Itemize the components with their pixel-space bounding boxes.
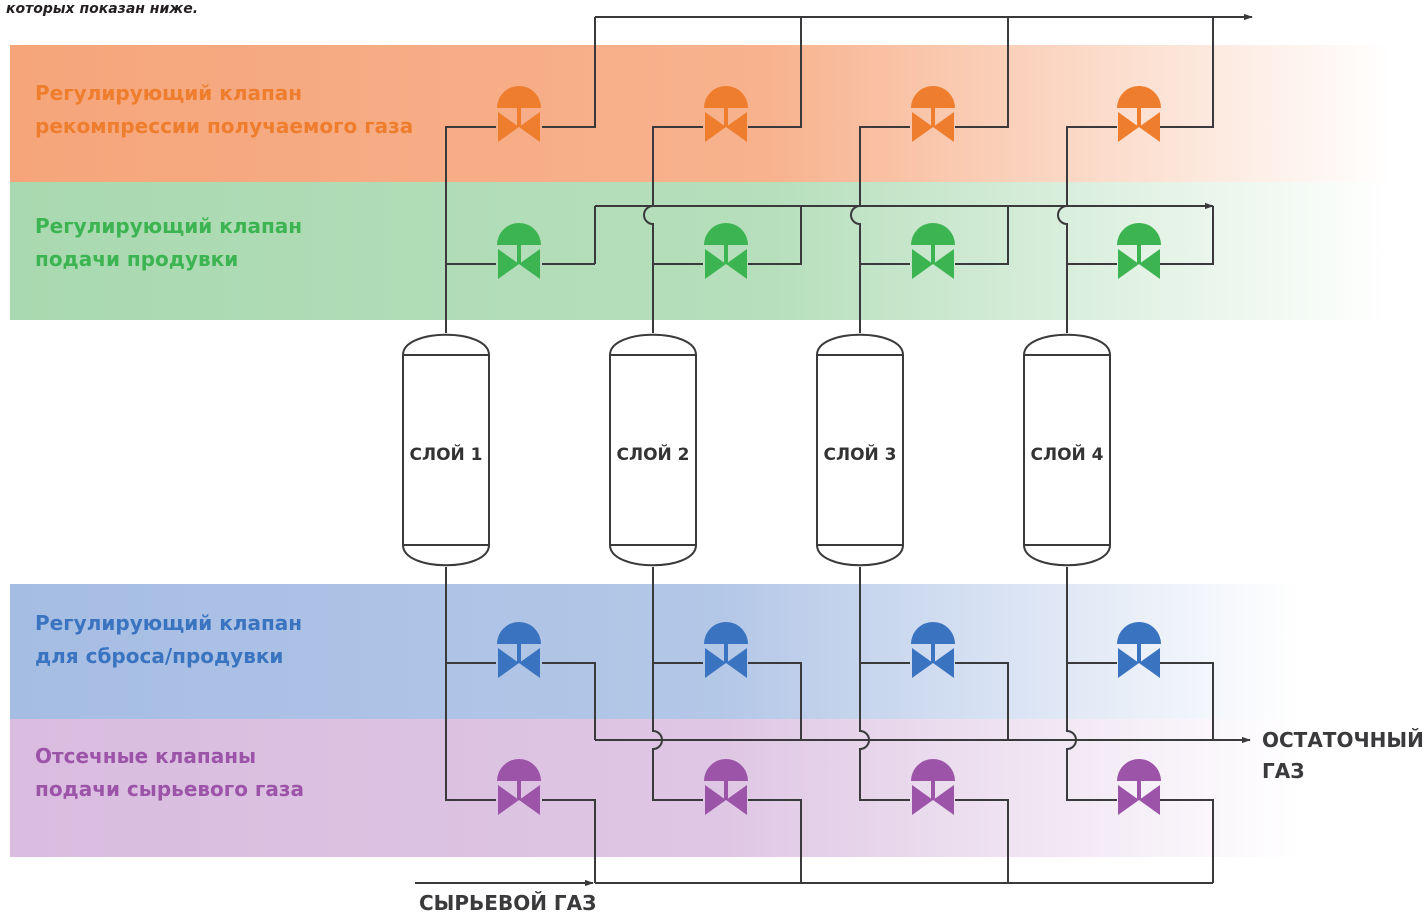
label-line-1: Регулирующий клапан (35, 611, 303, 635)
band-feed-shutoff (10, 719, 1300, 857)
recompression-valve-2 (704, 86, 748, 142)
blowdown-valve-3 (911, 622, 955, 678)
feed-shutoff-valve-3 (911, 759, 955, 815)
bed-label: СЛОЙ 4 (1030, 443, 1103, 465)
adsorber-bed-4: СЛОЙ 4 (1023, 333, 1111, 567)
tail-gas-label: ОСТАТОЧНЫЙ ГАЗ (1262, 725, 1424, 787)
label-line-1: Отсечные клапаны (35, 744, 257, 768)
adsorber-bed-3: СЛОЙ 3 (816, 333, 904, 567)
label-line-2: подачи сырьевого газа (35, 777, 304, 801)
tail-gas-line-1: ОСТАТОЧНЫЙ (1262, 728, 1424, 752)
label-line-2: рекомпрессии получаемого газа (35, 114, 414, 138)
adsorber-beds: СЛОЙ 1 СЛОЙ 2 СЛОЙ 3 СЛОЙ 4 (402, 333, 1111, 567)
purge-feed-valve-3 (911, 223, 955, 279)
label-blowdown-valve: Регулирующий клапан для сброса/продувки (35, 607, 302, 673)
label-feed-shutoff-valves: Отсечные клапаны подачи сырьевого газа (35, 740, 304, 806)
bed-label: СЛОЙ 3 (823, 443, 896, 465)
blowdown-valve-2 (704, 622, 748, 678)
feed-shutoff-valve-4 (1117, 759, 1161, 815)
valves (497, 86, 1161, 815)
feed-shutoff-valve-2 (704, 759, 748, 815)
label-purge-feed-valve: Регулирующий клапан подачи продувки (35, 210, 302, 276)
adsorber-bed-2: СЛОЙ 2 (609, 333, 697, 567)
blowdown-valve-4 (1117, 622, 1161, 678)
label-line-2: для сброса/продувки (35, 644, 284, 668)
recompression-valve-4 (1117, 86, 1161, 142)
blowdown-valve-1 (497, 622, 541, 678)
label-recompression-valve: Регулирующий клапан рекомпрессии получае… (35, 77, 413, 143)
recompression-valve-3 (911, 86, 955, 142)
adsorber-bed-1: СЛОЙ 1 (402, 333, 490, 567)
bed-label: СЛОЙ 2 (616, 443, 689, 465)
label-line-1: Регулирующий клапан (35, 81, 303, 105)
recompression-valve-1 (497, 86, 541, 142)
band-blowdown (10, 584, 1300, 719)
purge-feed-valve-4 (1117, 223, 1161, 279)
piping (415, 13, 1253, 887)
purge-feed-valve-1 (497, 223, 541, 279)
feed-gas-label: СЫРЬЕВОЙ ГАЗ (419, 891, 597, 915)
label-line-1: Регулирующий клапан (35, 214, 303, 238)
label-line-2: подачи продувки (35, 247, 239, 271)
tail-gas-line-2: ГАЗ (1262, 759, 1305, 783)
caption-text: которых показан ниже. (6, 1, 199, 17)
feed-shutoff-valve-1 (497, 759, 541, 815)
purge-feed-valve-2 (704, 223, 748, 279)
bed-label: СЛОЙ 1 (409, 443, 482, 465)
